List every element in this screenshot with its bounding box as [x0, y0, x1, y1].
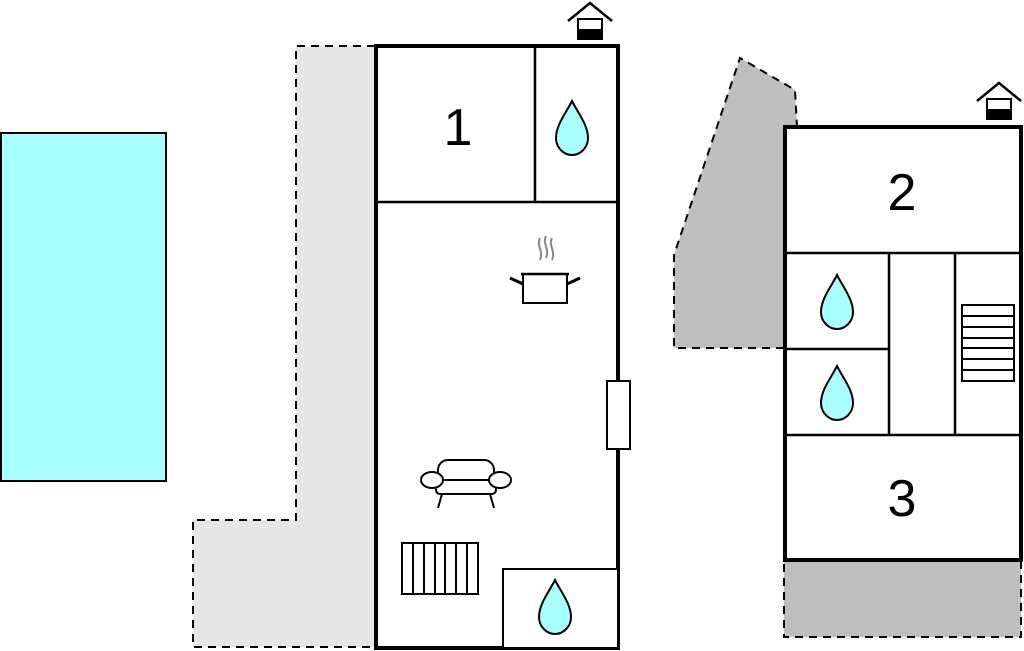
- stairs-icon: [961, 304, 1015, 382]
- cooking-pot-icon: [509, 235, 581, 304]
- terrace-right-top: [673, 56, 799, 349]
- terrace-left: [192, 45, 376, 648]
- radiator-icon: [401, 542, 479, 595]
- room-2-label: 2: [888, 164, 917, 222]
- door-icon: [606, 380, 631, 450]
- sofa-icon: [420, 459, 512, 509]
- terrace-right-bottom: [783, 559, 1022, 638]
- house-entrance-icon: [975, 81, 1023, 121]
- room-3-label: 3: [888, 470, 917, 528]
- pool: [0, 132, 167, 482]
- house-entrance-icon: [566, 1, 614, 41]
- room-1-label: 1: [444, 99, 473, 157]
